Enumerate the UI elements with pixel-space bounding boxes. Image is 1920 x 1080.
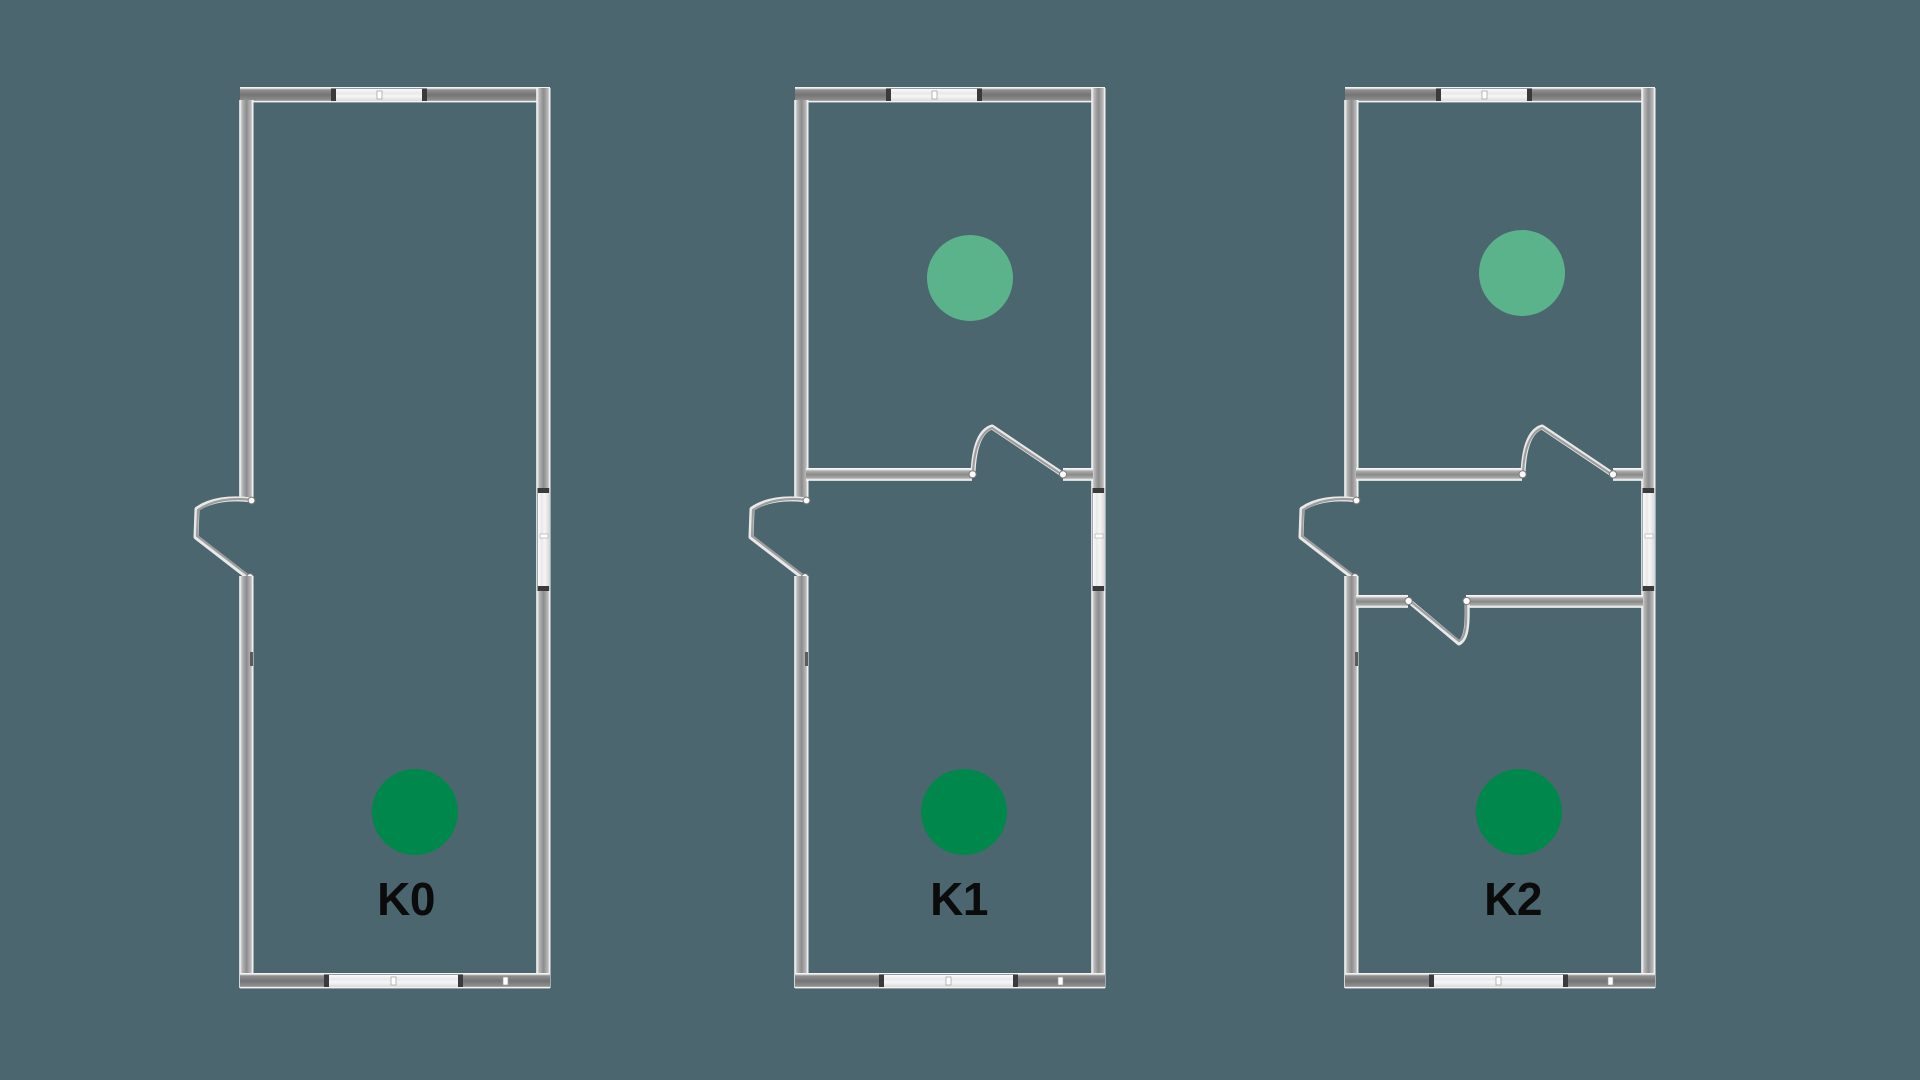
K1-partition-upper (806, 468, 1093, 481)
K2-marker-bottom[interactable] (1476, 769, 1562, 855)
K2-partition-upper (1356, 468, 1643, 481)
K2-marker-top[interactable] (1479, 230, 1565, 316)
K1-interior-door-upper[interactable] (968, 424, 1068, 479)
markers-layer (372, 230, 1565, 855)
K0-bottom-wall (240, 973, 550, 989)
K0-top-wall (240, 87, 550, 103)
K2-interior-door-upper[interactable] (1518, 424, 1618, 479)
K0-left-wall-upper (239, 100, 254, 500)
K2-left-wall-upper (1344, 100, 1359, 500)
K1-bottom-wall (795, 973, 1105, 989)
K0-marker-bottom[interactable] (372, 769, 458, 855)
K1-right-wall (1091, 88, 1106, 988)
K0-left-wall-lower (239, 576, 254, 988)
K2-bottom-wall (1345, 973, 1655, 989)
labels-layer: K0 K1 K2 (377, 873, 1542, 925)
K2-entry-door[interactable] (1298, 496, 1361, 581)
K2-left-wall-lower (1344, 576, 1359, 988)
K1-left-wall-lower (794, 576, 809, 988)
plan-label-K2: K2 (1484, 873, 1542, 925)
K0-entry-door[interactable] (193, 496, 256, 581)
K2-top-wall (1345, 87, 1655, 103)
plan-K0[interactable] (193, 87, 551, 989)
K0-right-wall (536, 88, 551, 988)
K2-right-wall (1641, 88, 1656, 988)
K2-partition-lower (1356, 595, 1643, 608)
K1-top-wall (795, 87, 1105, 103)
K1-left-wall-upper (794, 100, 809, 500)
K1-marker-bottom[interactable] (921, 769, 1007, 855)
K1-marker-top[interactable] (927, 235, 1013, 321)
plan-K1[interactable] (748, 87, 1106, 989)
plan-label-K1: K1 (930, 873, 988, 925)
plan-label-K0: K0 (377, 873, 435, 925)
plan-K2[interactable] (1298, 87, 1656, 989)
K1-entry-door[interactable] (748, 496, 811, 581)
K2-interior-door-lower[interactable] (1404, 596, 1471, 646)
